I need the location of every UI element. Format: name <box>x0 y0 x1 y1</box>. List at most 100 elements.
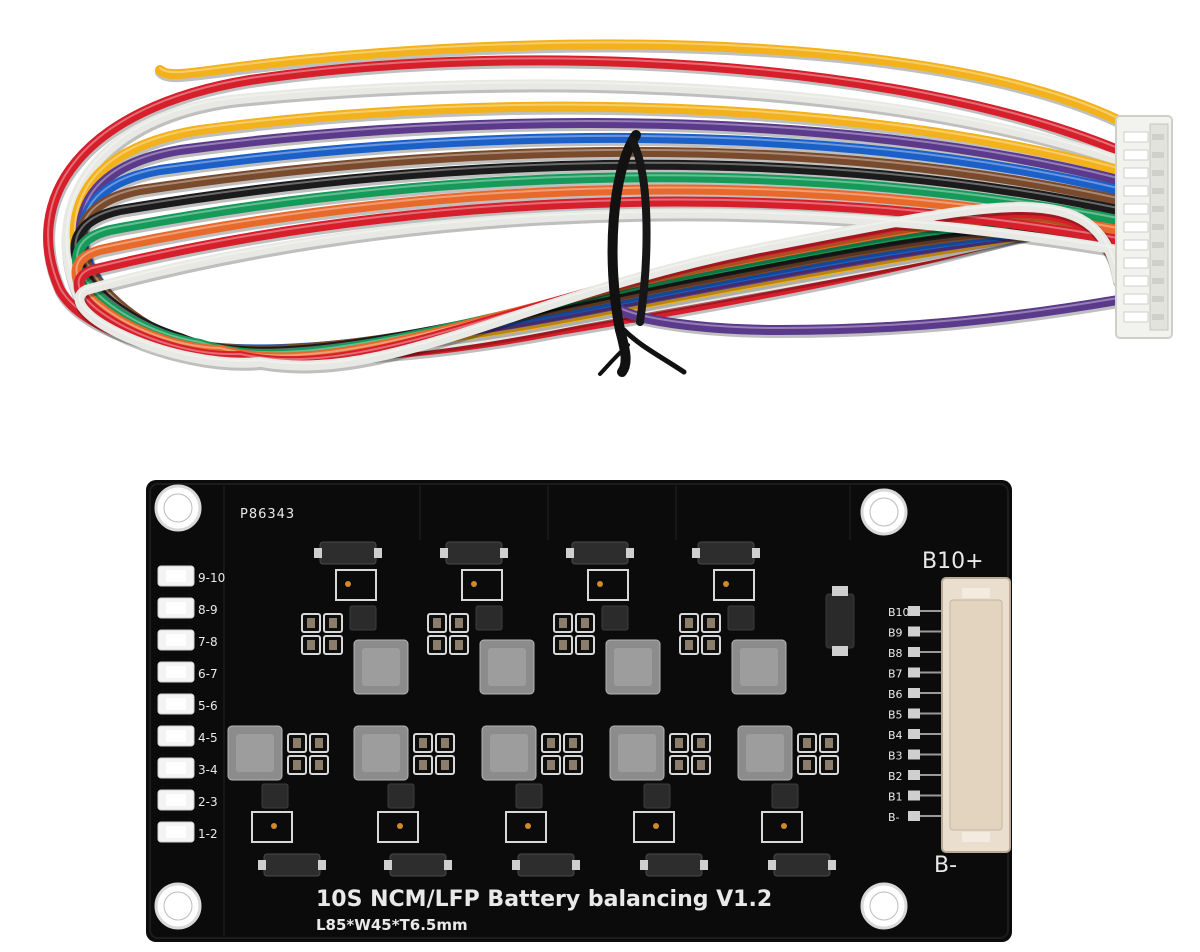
ic-chip <box>771 783 799 809</box>
pin-pad <box>908 688 920 698</box>
board-code: P86343 <box>240 507 295 522</box>
ic-chip <box>515 783 543 809</box>
channel-group <box>553 541 661 695</box>
led-dot <box>345 581 351 587</box>
connector-slot <box>1123 311 1149 323</box>
pin-label: B5 <box>888 709 903 722</box>
led-label: 9-10 <box>198 571 225 585</box>
pin-label: B8 <box>888 647 903 660</box>
ic-chip <box>475 605 503 631</box>
connector-slot <box>1123 257 1149 269</box>
capacitor-body <box>547 738 555 748</box>
channel-group <box>481 725 583 877</box>
led-label: 3-4 <box>198 763 218 777</box>
inductor-top <box>362 648 400 686</box>
capacitor-body <box>697 760 705 770</box>
pin-pad <box>908 626 920 637</box>
capacitor-body <box>559 640 567 650</box>
mosfet-pin <box>318 860 326 870</box>
capacitor-body <box>803 738 811 748</box>
led-lens <box>166 762 186 774</box>
pin-pad <box>908 606 920 616</box>
capacitor-body <box>455 640 463 650</box>
led-lens <box>166 730 186 742</box>
inductor-top <box>740 648 778 686</box>
led-dot <box>723 581 729 587</box>
wire <box>615 295 1123 336</box>
led-lens <box>166 602 186 614</box>
capacitor-body <box>825 760 833 770</box>
capacitor-body <box>675 760 683 770</box>
connector-pin <box>1152 242 1164 248</box>
pos-terminal-label: B10+ <box>922 549 984 574</box>
mosfet-pin <box>768 860 776 870</box>
wire <box>74 202 1123 371</box>
connector-slot <box>1123 185 1149 197</box>
pin-pad <box>908 790 920 801</box>
inductor-top <box>490 734 528 772</box>
led-lens <box>166 570 186 582</box>
ic-chip <box>261 783 289 809</box>
board-title: 10S NCM/LFP Battery balancing V1.2 <box>316 887 772 912</box>
led-label: 8-9 <box>198 603 218 617</box>
mosfet-pin <box>314 548 322 558</box>
mosfet-pin <box>640 860 648 870</box>
inductor-top <box>362 734 400 772</box>
ic-chip <box>601 605 629 631</box>
connector-slot <box>1123 221 1149 233</box>
connector-pin <box>1152 224 1164 230</box>
connector-slot <box>1123 131 1149 143</box>
capacitor-body <box>569 760 577 770</box>
led-lens <box>166 666 186 678</box>
led-dot <box>781 823 787 829</box>
led-lens <box>166 698 186 710</box>
connector-pin <box>1152 170 1164 176</box>
mosfet-pin <box>258 860 266 870</box>
mosfet <box>517 853 575 877</box>
connector-slot <box>1123 239 1149 251</box>
pin-label: B- <box>888 811 900 824</box>
connector-slot <box>1123 167 1149 179</box>
capacitor-body <box>329 640 337 650</box>
pin-pad <box>908 667 920 678</box>
connector-pin <box>1152 278 1164 284</box>
led-indicators: 9-108-97-86-75-64-53-42-31-2 <box>157 565 225 843</box>
connector-pin <box>1152 296 1164 302</box>
ic-chip <box>727 605 755 631</box>
diode <box>825 586 855 656</box>
inductor-top <box>618 734 656 772</box>
led-label: 7-8 <box>198 635 218 649</box>
capacitor-body <box>455 618 463 628</box>
capacitor-body <box>685 640 693 650</box>
pin-label: B10 <box>888 606 910 619</box>
capacitor-body <box>293 738 301 748</box>
pin-label: B7 <box>888 668 903 681</box>
channel-group <box>353 725 455 877</box>
led-dot <box>271 823 277 829</box>
led-label: 2-3 <box>198 795 218 809</box>
mosfet <box>697 541 755 565</box>
mosfet-pin <box>384 860 392 870</box>
ic-chip <box>349 605 377 631</box>
capacitor-body <box>581 640 589 650</box>
capacitor-body <box>293 760 301 770</box>
resistor-array <box>251 811 293 843</box>
mosfet-pin <box>374 548 382 558</box>
pin-pad <box>908 729 920 739</box>
resistor-array <box>505 811 547 843</box>
channel-group <box>609 725 711 877</box>
led-label: 1-2 <box>198 827 218 841</box>
pin-label: B6 <box>888 688 903 701</box>
resistor-array <box>633 811 675 843</box>
capacitor-body <box>441 760 449 770</box>
wire-highlight <box>159 41 1119 119</box>
resistor-array <box>461 569 503 601</box>
led-lens <box>166 826 186 838</box>
board-connector <box>941 577 1011 853</box>
connector-slot <box>1123 203 1149 215</box>
connector-pin <box>1152 314 1164 320</box>
capacitor-body <box>581 618 589 628</box>
capacitor-body <box>697 738 705 748</box>
channel-group <box>427 541 535 695</box>
